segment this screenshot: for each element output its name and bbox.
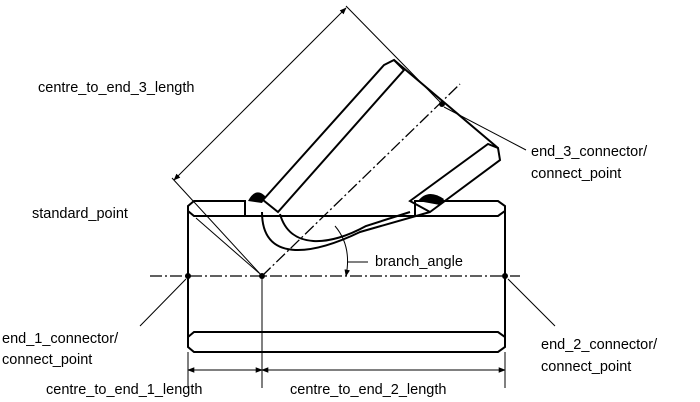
label-end-1-connect-point: connect_point	[2, 352, 92, 368]
end-3-leader	[443, 106, 527, 151]
label-end-2-connector: end_2_connector/	[541, 337, 658, 353]
dim-end3-ext-2	[345, 5, 443, 105]
branch-right-wall	[408, 142, 502, 214]
run-pipe-top-wall	[187, 200, 506, 217]
label-standard-point: standard_point	[32, 206, 128, 222]
label-end-3-connect-point: connect_point	[531, 166, 621, 182]
end-2-leader	[507, 278, 556, 327]
label-branch-angle: branch_angle	[375, 254, 463, 270]
branch-end-face	[393, 59, 499, 149]
run-pipe-bottom-wall	[187, 331, 506, 353]
end-1-connect-point	[185, 273, 191, 279]
intersection-curve-outer	[261, 211, 431, 251]
end-2-connect-point	[502, 273, 508, 279]
label-end-1-connector: end_1_connector/	[2, 331, 119, 347]
weld-left	[248, 192, 266, 203]
label-centre-to-end-1: centre_to_end_1_length	[46, 382, 202, 398]
branch-left-wall	[261, 58, 406, 214]
intersection-curve-inner	[279, 211, 411, 243]
standard-point-leader	[195, 217, 260, 274]
label-centre-to-end-3: centre_to_end_3_length	[38, 80, 194, 96]
branch-centre-line	[261, 83, 461, 277]
dim-end3-ext-1	[171, 177, 263, 277]
end-1-leader	[139, 278, 187, 327]
weld-right	[418, 193, 444, 205]
label-end-3-connector: end_3_connector/	[531, 144, 648, 160]
branch-angle-arc	[334, 225, 350, 277]
label-end-2-connect-point: connect_point	[541, 359, 631, 375]
label-centre-to-end-2: centre_to_end_2_length	[290, 382, 446, 398]
dim-end3-line	[173, 7, 347, 181]
